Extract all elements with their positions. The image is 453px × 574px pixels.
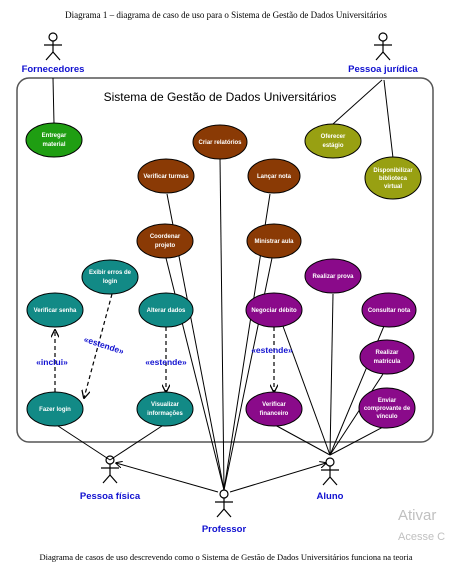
label-inclui: «inclui» [36,357,68,367]
actor-aluno[interactable] [321,457,339,486]
svg-text:Verificar senha: Verificar senha [34,308,77,314]
assoc-aluno-verificar-fin [274,424,331,456]
diagram-title: Diagrama 1 – diagrama de caso de uso par… [65,10,387,20]
actor-label-juridica: Pessoa jurídica [348,64,418,75]
dep-estende-exibir [84,293,113,398]
activation-watermark: Ativar Acesse C [398,507,445,543]
svg-text:Realizar prova: Realizar prova [312,274,354,280]
svg-text:Criar relatórios: Criar relatórios [198,140,242,146]
svg-text:Consultar nota: Consultar nota [368,308,411,314]
usecase-consultar-nota[interactable]: Consultar nota [361,292,417,328]
svg-text:Alterar dados: Alterar dados [147,308,186,314]
assoc-fisica-login [54,423,111,461]
label-estende-3: «estende» [251,345,293,355]
assoc-aluno-matricula [329,373,384,456]
actor-label-professor: Professor [202,524,247,535]
assoc-professor-coordenar [165,257,225,491]
dependencies [55,293,274,398]
assoc-fornecedores-entregar [52,77,55,125]
usecase-fazer-login[interactable]: Fazer login [26,391,84,427]
generalization-professor-aluno [229,463,326,493]
actor-label-aluno: Aluno [317,491,344,502]
assoc-juridica-oferecer [332,79,383,125]
svg-text:Negociar débito: Negociar débito [251,308,297,314]
assoc-professor-ministrar [223,257,273,491]
usecase-criar-relatorios[interactable]: Criar relatórios [192,124,248,160]
usecase-realizar-prova[interactable]: Realizar prova [304,258,362,294]
actor-label-fisica: Pessoa física [80,491,141,502]
watermark-line1: Ativar [398,507,436,524]
usecase-ministrar-aula[interactable]: Ministrar aula [246,223,302,259]
label-estende-2: «estende» [145,357,187,367]
generalizations [116,463,326,493]
label-estende-1: «estende» [83,334,126,356]
diagram-caption: Diagrama de casos de uso descrevendo com… [40,552,413,562]
assoc-aluno-realizar-prova [329,293,334,456]
usecase-verificar-turmas[interactable]: Verificar turmas [137,158,195,194]
actor-professor[interactable] [215,489,233,518]
system-label: Sistema de Gestão de Dados Universitário… [104,90,337,104]
assoc-aluno-negociar [279,317,331,456]
actor-label-fornecedores: Fornecedores [22,64,85,75]
watermark-line2: Acesse C [398,531,445,543]
actors [44,32,392,518]
svg-text:Fazer login: Fazer login [39,407,71,413]
usecase-negociar-debito[interactable]: Negociar débito [245,292,303,328]
assoc-fisica-visualizar [109,423,166,461]
svg-text:Ministrar aula: Ministrar aula [254,239,294,245]
svg-text:Lançar nota: Lançar nota [257,174,292,180]
svg-text:Verificar turmas: Verificar turmas [143,174,189,180]
actor-pessoa-juridica[interactable] [374,32,392,61]
usecase-alterar-dados[interactable]: Alterar dados [138,292,194,328]
generalization-professor-fisica [116,463,219,493]
actor-fornecedores[interactable] [44,32,62,61]
system-boundary [16,77,434,443]
actor-pessoa-fisica[interactable] [101,455,119,484]
assoc-aluno-comprovante [329,425,386,456]
usecase-lancar-nota[interactable]: Lançar nota [247,158,301,194]
assoc-juridica-biblioteca [383,79,394,159]
assoc-professor-criar [219,157,225,491]
usecase-verificar-senha[interactable]: Verificar senha [26,292,84,328]
